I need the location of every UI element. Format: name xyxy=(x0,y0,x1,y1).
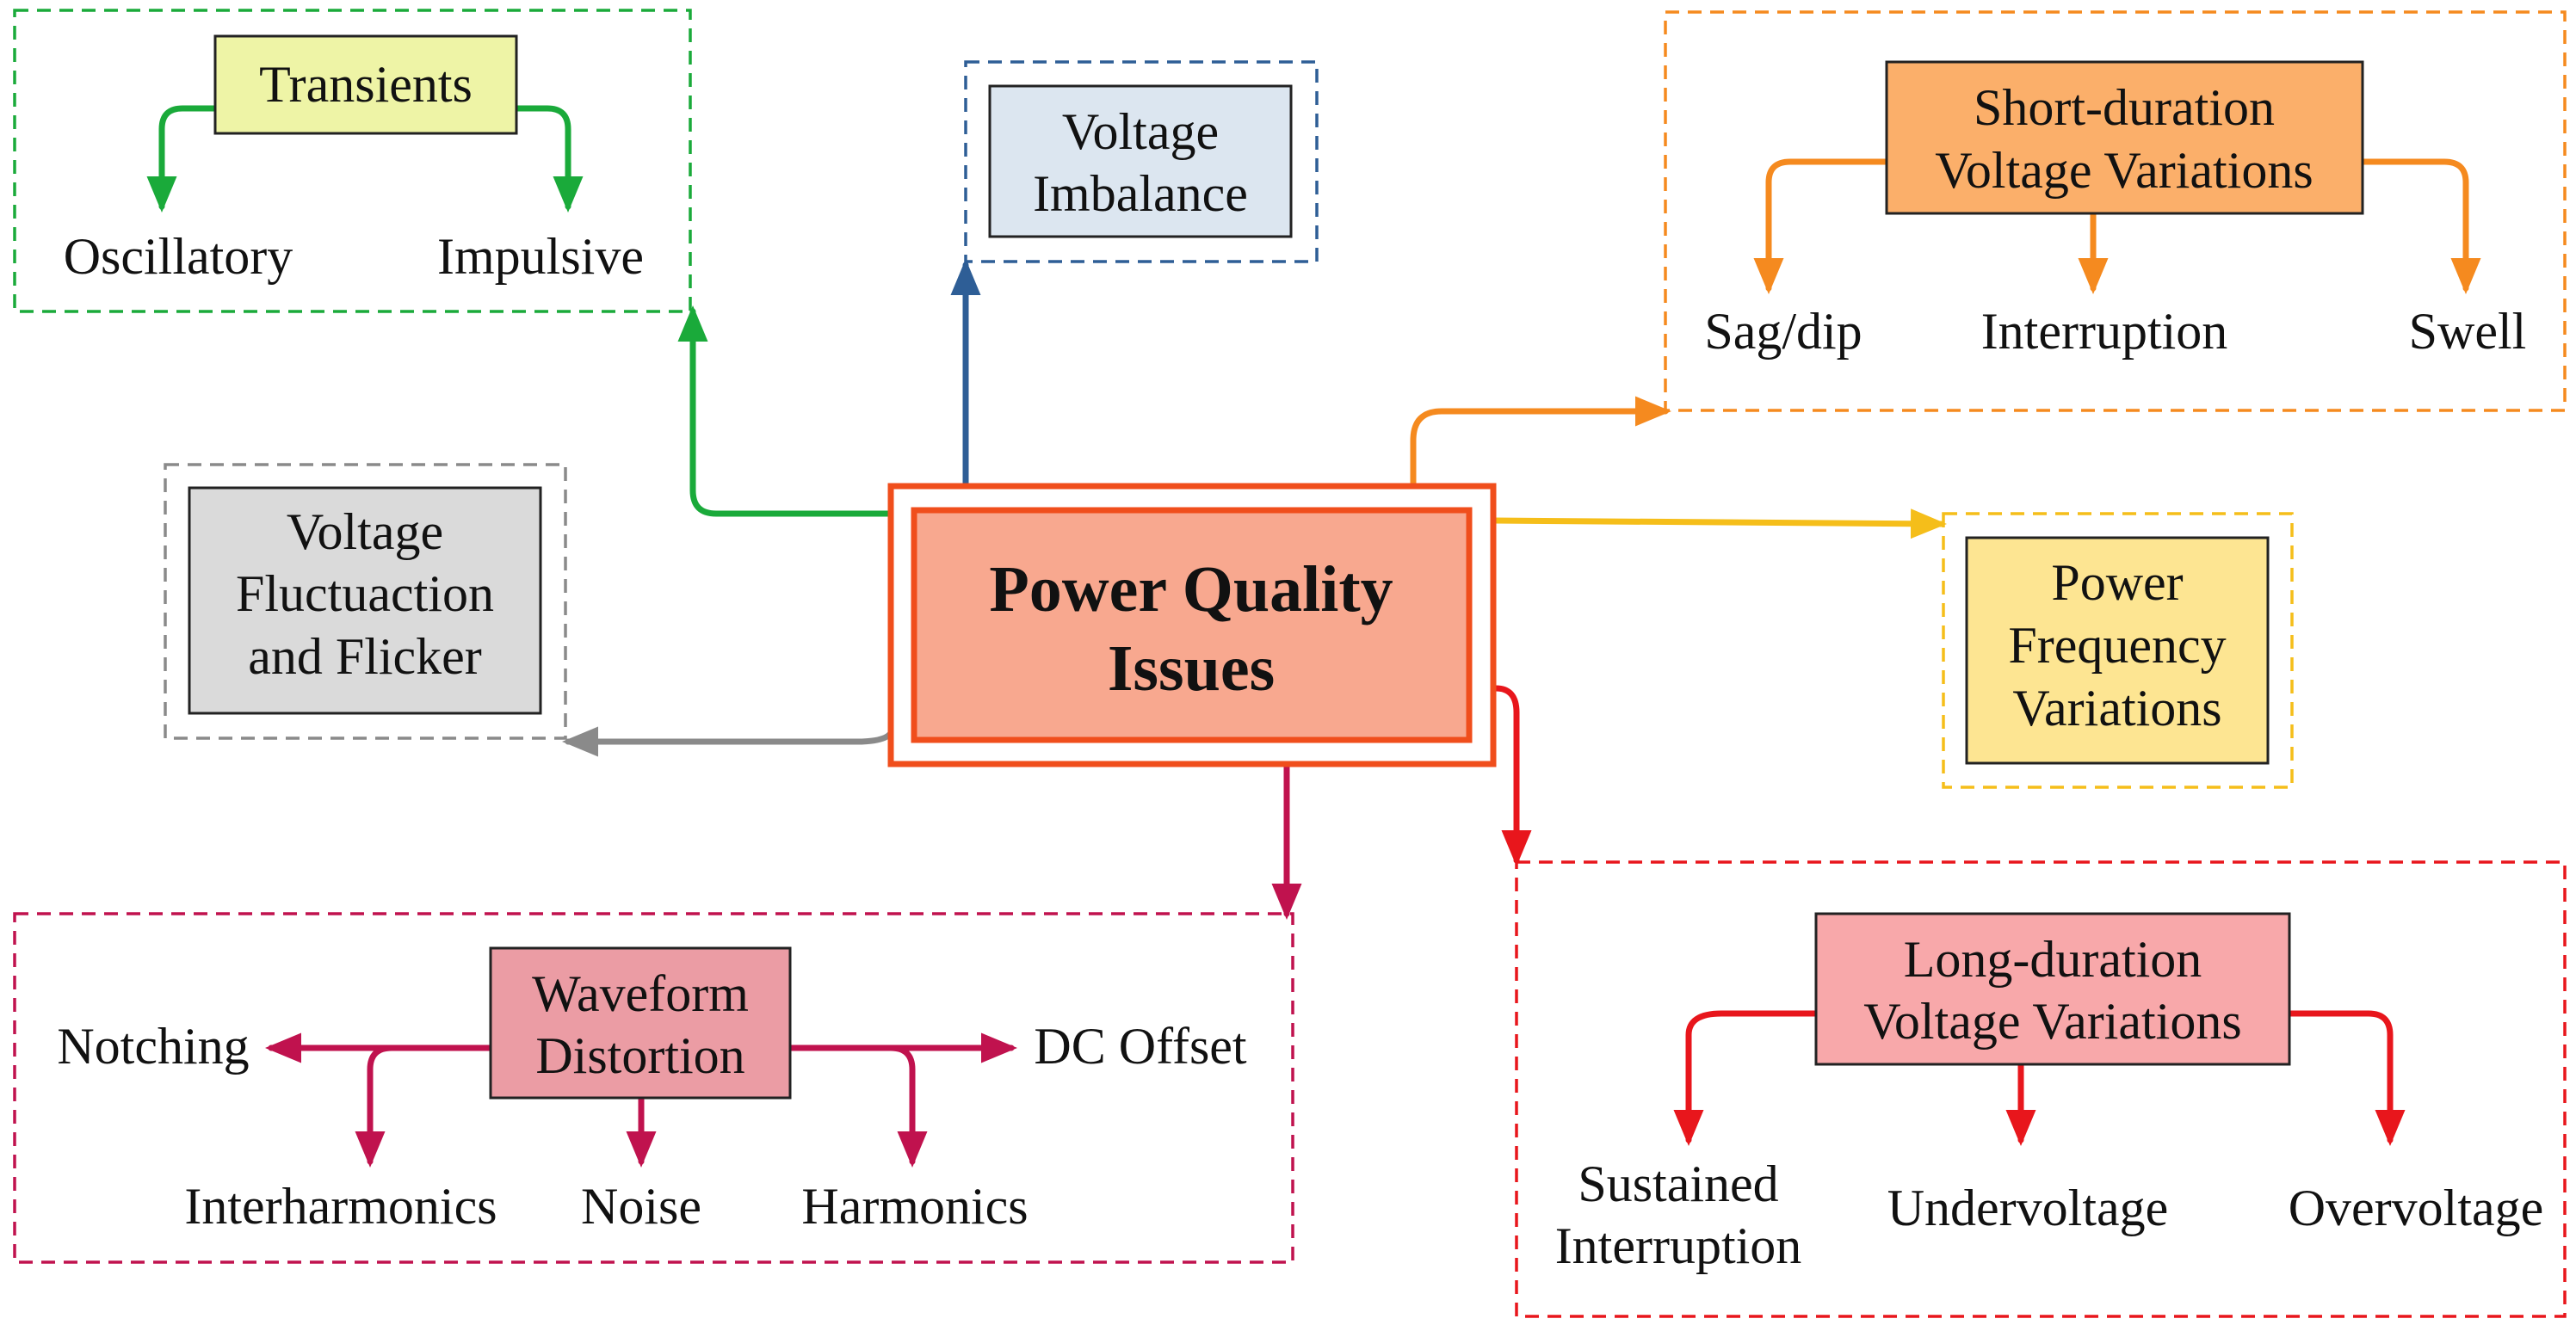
waveform-side-notching: Notching xyxy=(57,1018,249,1075)
short-duration-line1: Short-duration xyxy=(1974,79,2275,136)
long-duration-sustained-line1: Sustained xyxy=(1578,1155,1778,1212)
center-title-line2: Issues xyxy=(1108,632,1275,705)
waveform-dashed-frame xyxy=(13,912,1294,1264)
connector-to-transients xyxy=(677,305,894,517)
long-duration-sustained-line2: Interruption xyxy=(1555,1217,1802,1274)
waveform-branch-interharmonics xyxy=(355,1044,395,1168)
transients-branch-right xyxy=(513,105,584,213)
short-duration-group: Short-duration Voltage Variations Sag/di… xyxy=(1664,10,2567,412)
long-duration-line2: Voltage Variations xyxy=(1863,993,2241,1050)
transients-child-impulsive: Impulsive xyxy=(437,228,644,285)
fluctuation-line3: and Flicker xyxy=(248,628,482,685)
power-frequency-line1: Power xyxy=(2051,554,2183,611)
transients-branch-left xyxy=(146,105,219,213)
fluctuation-box xyxy=(188,486,542,715)
waveform-branch-harmonics xyxy=(887,1044,928,1168)
short-duration-branch-right xyxy=(2359,158,2481,294)
connector-to-short-duration xyxy=(1410,396,1671,490)
fluctuation-dashed-frame xyxy=(164,463,567,740)
short-duration-child-swell: Swell xyxy=(2409,303,2527,360)
power-frequency-line2: Frequency xyxy=(2008,617,2226,674)
center-inner-box xyxy=(911,507,1473,743)
power-frequency-box xyxy=(1965,536,2270,765)
fluctuation-group: Voltage Fluctuaction and Flicker xyxy=(164,463,567,740)
connector-to-long-duration xyxy=(1492,685,1532,866)
long-duration-box xyxy=(1814,912,2291,1066)
waveform-box xyxy=(489,946,792,1100)
long-duration-group: Long-duration Voltage Variations Sustain… xyxy=(1515,860,2567,1318)
connector-to-power-frequency xyxy=(1490,508,1947,539)
long-duration-branch-right xyxy=(2286,1010,2406,1146)
fluctuation-line2: Fluctuaction xyxy=(236,565,494,622)
short-duration-child-sag-dip: Sag/dip xyxy=(1704,303,1862,360)
waveform-line1: Waveform xyxy=(532,965,749,1022)
long-duration-line1: Long-duration xyxy=(1904,931,2202,988)
waveform-child-interharmonics: Interharmonics xyxy=(184,1178,497,1235)
fluctuation-line1: Voltage xyxy=(287,503,443,560)
short-duration-line2: Voltage Variations xyxy=(1935,142,2313,199)
waveform-group: Waveform Distortion Notching DC Offset I… xyxy=(13,912,1294,1264)
power-frequency-line3: Variations xyxy=(2012,680,2221,736)
transients-title: Transients xyxy=(259,56,473,113)
waveform-child-noise: Noise xyxy=(581,1178,701,1235)
voltage-imbalance-group: Voltage Imbalance xyxy=(964,60,1319,263)
voltage-imbalance-box xyxy=(988,84,1293,238)
waveform-side-dc-offset: DC Offset xyxy=(1034,1018,1247,1075)
center-title-line1: Power Quality xyxy=(989,553,1393,625)
center-node: Power Quality Issues xyxy=(887,483,1497,767)
power-frequency-dashed-frame xyxy=(1942,512,2294,789)
long-duration-branch-left xyxy=(1673,1010,1819,1146)
power-frequency-group: Power Frequency Variations xyxy=(1942,512,2294,789)
transients-dashed-frame xyxy=(13,9,692,313)
transients-child-oscillatory: Oscillatory xyxy=(64,228,293,285)
voltage-imbalance-line2: Imbalance xyxy=(1033,165,1248,222)
waveform-child-harmonics: Harmonics xyxy=(801,1178,1028,1235)
connector-to-fluctuation xyxy=(562,726,894,757)
long-duration-child-overvoltage: Overvoltage xyxy=(2289,1180,2544,1236)
long-duration-child-undervoltage: Undervoltage xyxy=(1887,1180,2169,1236)
voltage-imbalance-dashed-frame xyxy=(964,60,1319,263)
short-duration-child-interruption: Interruption xyxy=(1981,303,2228,360)
voltage-imbalance-line1: Voltage xyxy=(1062,103,1219,160)
short-duration-branch-left xyxy=(1753,158,1890,294)
waveform-line2: Distortion xyxy=(535,1027,744,1084)
short-duration-dashed-frame xyxy=(1664,10,2567,412)
long-duration-dashed-frame xyxy=(1515,860,2567,1318)
short-duration-box xyxy=(1885,60,2364,215)
transients-box xyxy=(213,34,518,135)
transients-group: Transients Oscillatory Impulsive xyxy=(13,9,692,313)
